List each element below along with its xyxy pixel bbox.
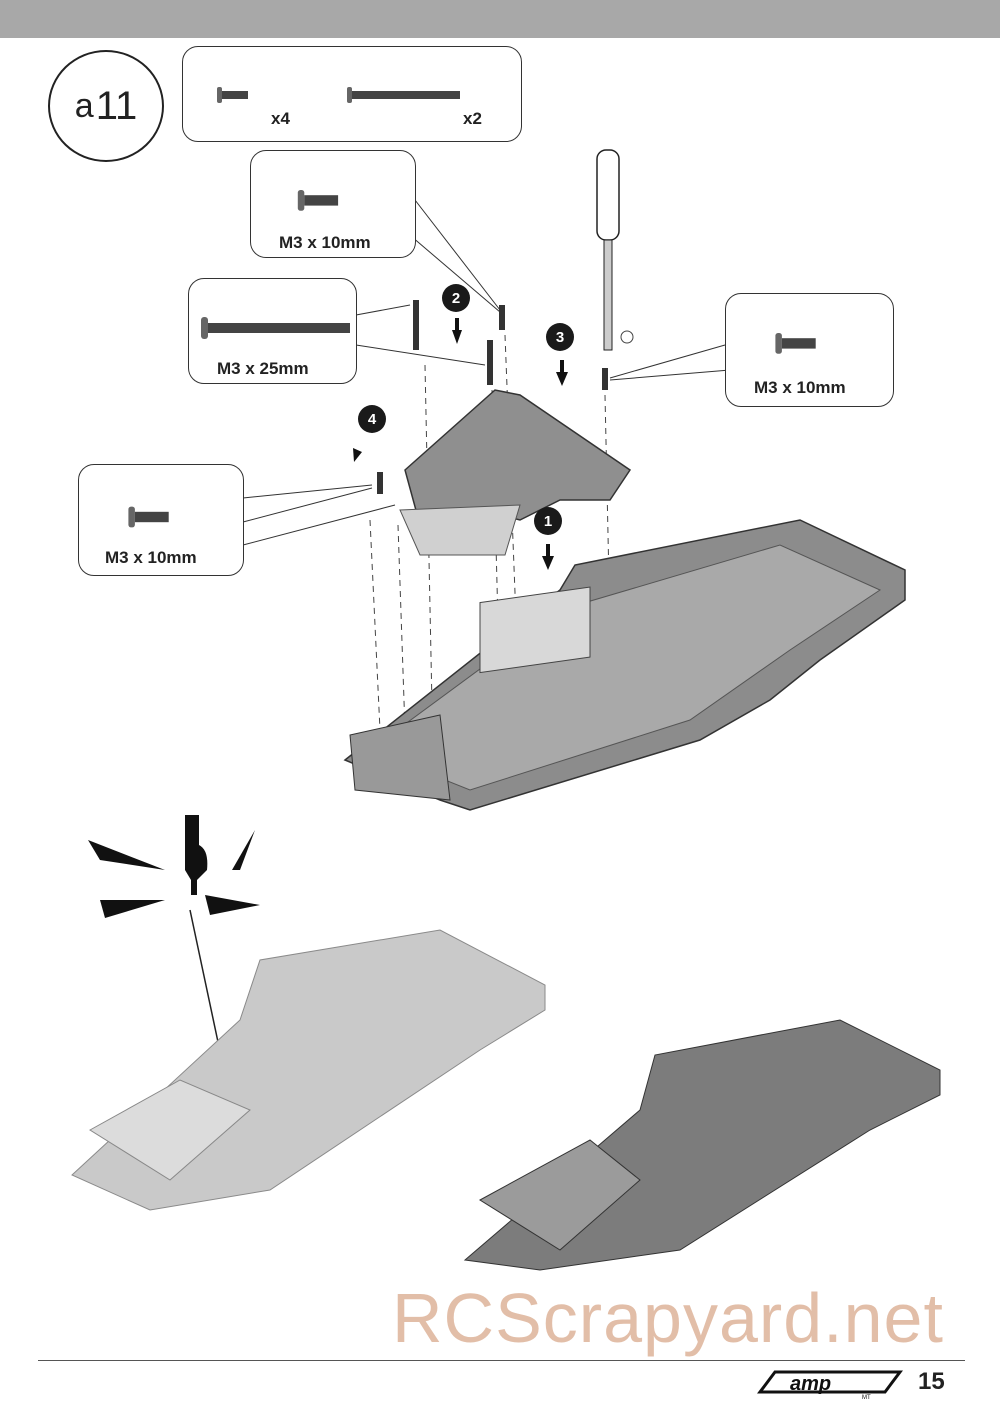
long-screw-qty: x2 [463,109,482,128]
chassis-overview-final [463,1019,941,1271]
callout-m3x25: M3 x 25mm [188,278,357,384]
svg-text:amp: amp [790,1373,831,1395]
svg-text:MT: MT [862,1395,871,1401]
callout-m3x10-right: M3 x 10mm [725,293,894,407]
chassis-upper [343,519,906,811]
step-badge-2: 2 [442,284,470,312]
screwdriver-icon [596,149,634,351]
step-badge-4: 4 [358,405,386,433]
step-badge-3: 3 [546,323,574,351]
page-number: 15 [918,1368,945,1395]
callout-label: M3 x 10mm [105,548,197,567]
step-number: 11 [95,83,138,128]
footer-divider [38,1360,965,1361]
attention-hand-icon [88,815,260,918]
parts-box: x4 x2 [182,46,522,142]
chassis-overview-light [71,929,546,1211]
watermark: RCScrapyard.net [392,1279,944,1357]
short-screw-qty: x4 [271,109,290,128]
callout-label: M3 x 10mm [279,233,371,252]
callout-label: M3 x 10mm [754,378,846,397]
callout-m3x10-left: M3 x 10mm [78,464,244,576]
step-prefix: a [74,86,94,125]
step-badge-1: 1 [534,507,562,535]
callout-m3x10-top: M3 x 10mm [250,150,416,258]
callout-label: M3 x 25mm [217,359,309,378]
header-bar [0,0,1000,38]
